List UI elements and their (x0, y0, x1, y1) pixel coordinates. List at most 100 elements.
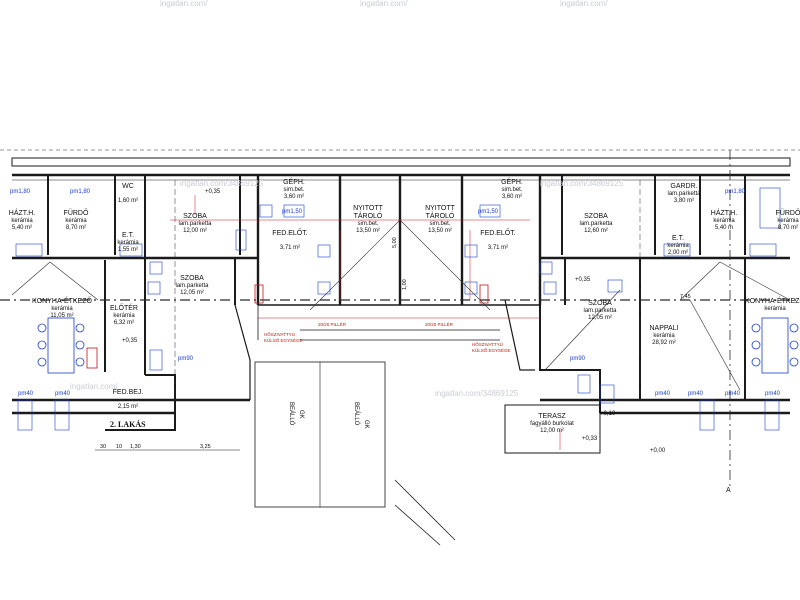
room-name: SZOBA (183, 213, 207, 220)
room-material: sim.bet. (429, 221, 450, 227)
piller-label: 20/20 PILLÉR (318, 321, 347, 327)
room-area: 3,71 m² (280, 245, 300, 251)
room-name: SZOBA (584, 213, 608, 220)
room-name: E.T. (122, 232, 134, 239)
pm-label: pm40 (18, 391, 34, 397)
room-name: NYITOTT (353, 205, 384, 212)
room-name: GÉPH. (501, 177, 523, 186)
pm-label: pm1,50 (282, 209, 303, 215)
level-label: +0,35 (575, 277, 591, 283)
level-label: +0,33 (582, 436, 598, 442)
room-material: kerámia (113, 313, 135, 319)
building-walls (11, 157, 791, 546)
room-material: kerámia (653, 333, 675, 339)
room-area: 2,00 m² (668, 250, 688, 256)
room-name: E.T. (672, 235, 684, 242)
room-material: lam.parketta (583, 308, 617, 314)
room-name: FED.ELŐT. (480, 228, 515, 237)
room-area: 5,40 m (715, 225, 733, 231)
room-name: GARDR. (670, 183, 697, 190)
pm-label: pm40 (55, 391, 71, 397)
room-material: kerámia (777, 218, 799, 224)
pm-label: pm1,80 (10, 189, 31, 195)
pm-label: pm40 (765, 391, 781, 397)
heatpump-label: HŐSZIVATTYÚ (472, 341, 503, 347)
room-name: KONYHA-ÉTKEZŐ (32, 296, 92, 305)
room-name: NAPPALI (649, 325, 678, 332)
room-area: 12,00 m² (183, 228, 207, 234)
level-label: +0,35 (205, 189, 221, 195)
room-name: FÜRDŐ (776, 208, 800, 217)
room-area: 3,80 m² (674, 198, 694, 204)
room-name: KONYHA-ÉTKEZŐ (745, 296, 800, 305)
heatpump-label: KÜLSŐ EGYSÉGE (472, 347, 511, 353)
room-material: kerámia (667, 243, 689, 249)
room-name: GÉPH. (283, 177, 305, 186)
room-name: TÁROLÓ (426, 211, 455, 220)
pm-label: pm40 (725, 391, 741, 397)
lakas-label: 2. LAKÁS (110, 419, 146, 429)
room-material: kerámia (713, 218, 735, 224)
room-area: 12,00 m² (540, 428, 564, 434)
pm-label: pm90 (570, 356, 586, 362)
watermark-top-mid: ingatlan.com/ (360, 0, 408, 8)
carport-beallo: BEÁLLÓ (353, 402, 360, 426)
bottom-dimensions: 30 10 1,30 3,25 (100, 444, 211, 450)
room-area: 6,32 m² (114, 320, 134, 326)
heat-pump-left (254, 284, 264, 304)
heat-pump-right (479, 284, 489, 304)
dim-label: 10 (116, 444, 122, 450)
level-label: +0,00 (650, 448, 666, 454)
room-material: lam.parketta (178, 221, 212, 227)
dim-label: 7,45 (680, 294, 691, 300)
dim-label: 1,30 (130, 444, 141, 450)
roof-lines (11, 219, 791, 391)
watermark: ingatlan.com/34869125 (540, 179, 624, 188)
room-area: 28,92 m² (652, 340, 676, 346)
axis-label: A (726, 487, 731, 494)
room-name: TERASZ (538, 413, 566, 420)
piller-label: 20/20 PILLÉR (425, 321, 454, 327)
opening-markers (15, 187, 781, 431)
pm-label: pm40 (655, 391, 671, 397)
room-name: ELŐTÉR (110, 303, 138, 312)
room-area: 1,55 m² (118, 247, 138, 253)
room-material: lam.parketta (579, 221, 613, 227)
carport-gk: GK (298, 410, 304, 419)
watermark: ingatlan.com/ (70, 382, 118, 391)
room-area: 13,50 m² (356, 228, 380, 234)
pm-label: pm1,50 (478, 209, 499, 215)
pm-label: pm1,80 (725, 189, 746, 195)
room-material: sim.bet. (283, 187, 304, 193)
level-label: +0,35 (122, 338, 138, 344)
room-area: 11,05 m² (50, 313, 73, 319)
room-material: lam.parketta (175, 283, 209, 289)
carport-gk: GK (363, 420, 369, 429)
carport-beallo: BEÁLLÓ (288, 402, 295, 426)
room-name: FED.ELŐT. (272, 228, 307, 237)
dim-label: 30 (100, 444, 106, 450)
room-area: 3,71 m² (488, 245, 508, 251)
room-name: WC (122, 183, 134, 190)
room-material: kerámia (117, 240, 139, 246)
heatpump-label: HŐSZIVATTYÚ (264, 331, 295, 337)
pm-label: pm1,80 (70, 189, 91, 195)
room-area: 5,40 m² (12, 225, 32, 231)
room-material: sim.bet. (357, 221, 378, 227)
heatpump-label: KÜLSŐ EGYSÉGE (264, 337, 303, 343)
watermark-top-right: ingatlan.com/ (560, 0, 608, 8)
room-material: fagyálló burkolat (530, 421, 574, 427)
room-material: lam.parketta (667, 191, 701, 197)
red-dimension-lines (170, 195, 561, 450)
room-name: NYITOTT (425, 205, 456, 212)
room-name: TÁROLÓ (354, 211, 383, 220)
room-name: HÁZT.H. (9, 208, 36, 217)
room-area: 8,70 m² (778, 225, 798, 231)
dim-label: 3,25 (200, 444, 211, 450)
room-material: sim.bet. (501, 187, 522, 193)
room-area: 3,60 m² (502, 194, 522, 200)
room-material: kerámia (65, 218, 87, 224)
room-name: FED.BEJ. (113, 389, 144, 396)
